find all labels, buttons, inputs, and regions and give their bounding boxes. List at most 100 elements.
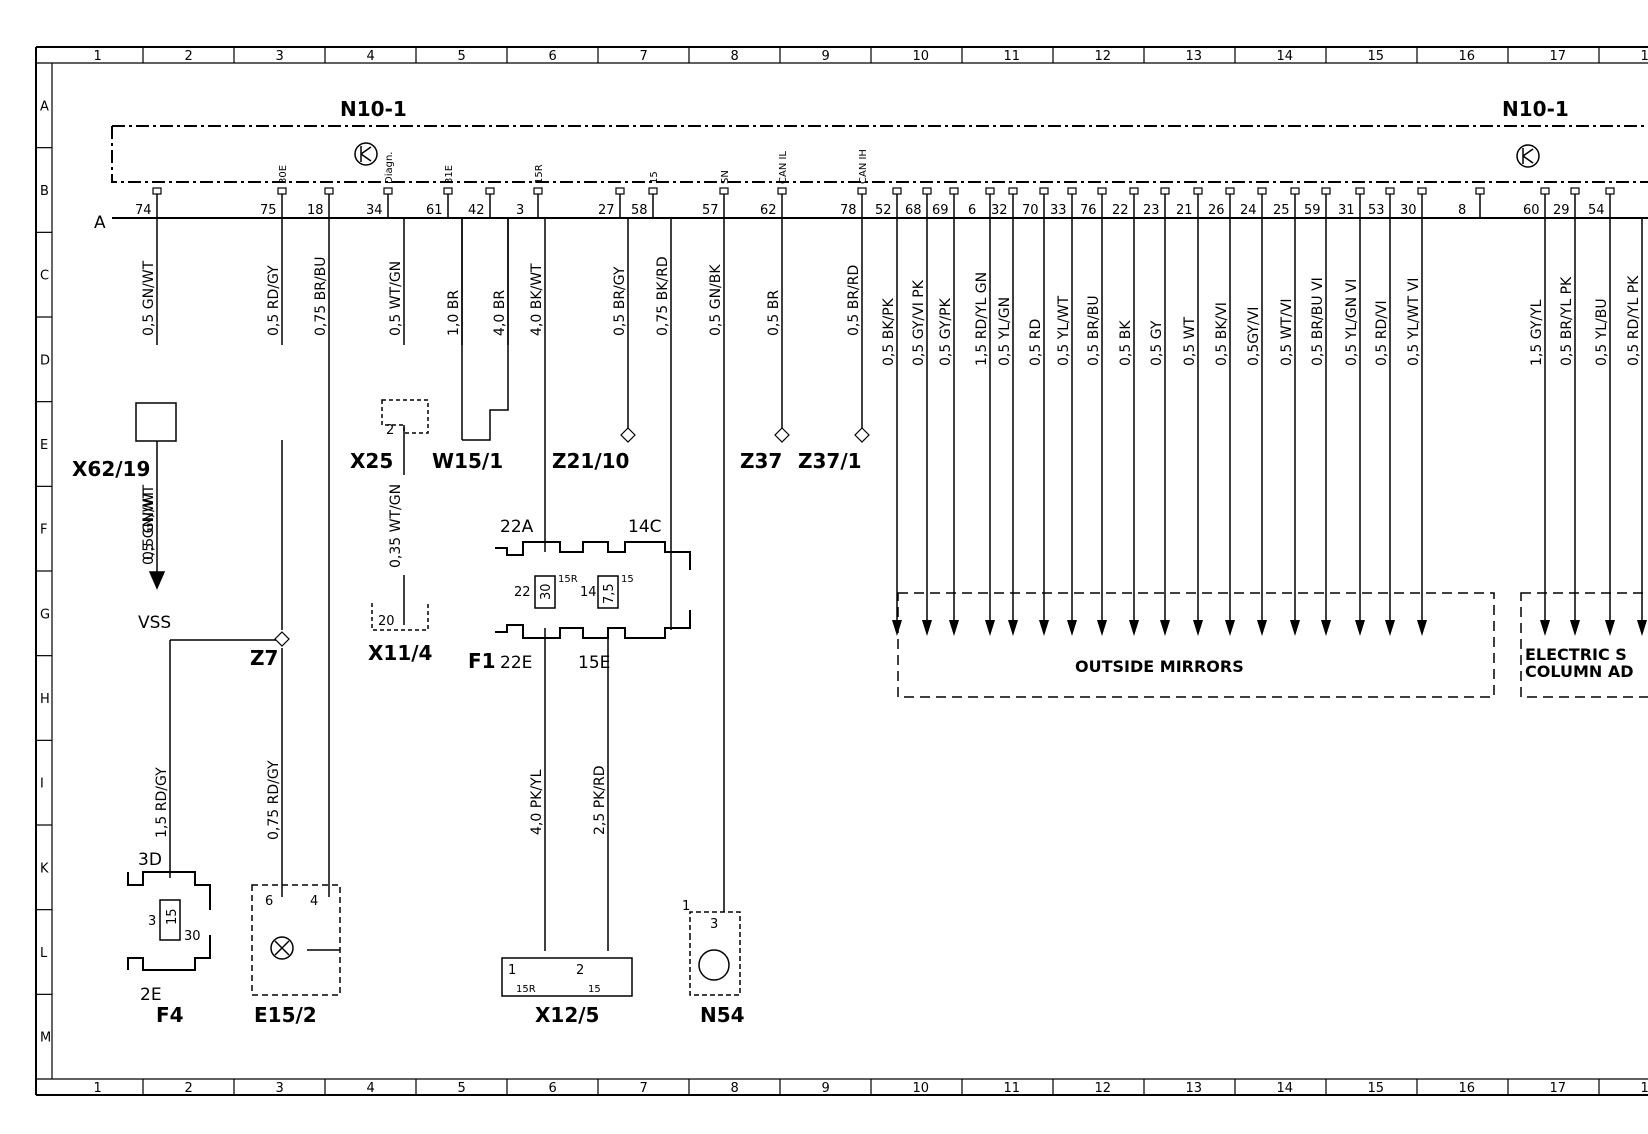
pin-function: CAN IL xyxy=(778,151,789,184)
grid-col-label-top: 16 xyxy=(1459,49,1476,64)
component-label-z37-1: Z37/1 xyxy=(798,449,862,473)
arrow-down-icon xyxy=(1097,620,1107,636)
wire-label: 0,5 GY/VI PK xyxy=(911,279,927,366)
component-label-f4: F4 xyxy=(156,1003,184,1027)
pin-socket-icon xyxy=(1540,187,1550,195)
component-label-w15-1: W15/1 xyxy=(432,449,503,473)
pin-function: SN xyxy=(720,170,731,184)
pin-number: 54 xyxy=(1588,203,1605,218)
grid-row-label: C xyxy=(40,269,49,284)
grid-row-label: G xyxy=(40,607,50,622)
component-label-x25: X25 xyxy=(350,449,393,473)
pin-socket-icon xyxy=(1008,187,1018,195)
wire-label: 0,5 BR/GY xyxy=(612,266,628,336)
outside-mirrors-label: OUTSIDE MIRRORS xyxy=(1075,657,1244,676)
arrow-down-icon xyxy=(1008,620,1018,636)
wire-label: 0,5 YL/GN xyxy=(997,297,1013,366)
pin-function: 15 xyxy=(649,171,660,184)
grid-col-label-bottom: 2 xyxy=(185,1081,193,1096)
pin-number: 62 xyxy=(760,203,777,218)
grid-row-label: D xyxy=(40,353,50,368)
pin-socket-icon xyxy=(985,187,995,195)
pin-socket-icon xyxy=(1321,187,1331,195)
fuse-terminal-label: 14C xyxy=(628,517,662,537)
pin-socket-icon xyxy=(1193,187,1203,195)
connector-label: A xyxy=(94,213,106,233)
fuse-terminal-label: 15E xyxy=(578,653,610,673)
pin-socket-icon xyxy=(1385,187,1395,195)
grid-col-label-bottom: 3 xyxy=(276,1081,284,1096)
wire-label: 0,5 BR xyxy=(766,290,782,336)
pin-number: 70 xyxy=(1022,203,1039,218)
grid-row-label: E xyxy=(40,438,48,453)
wire-label: 0,5 YL/WT VI xyxy=(1406,278,1422,366)
fuse-pin-label: 3 xyxy=(148,914,156,929)
grid-col-label-bottom: 16 xyxy=(1459,1081,1476,1096)
pin-socket-icon xyxy=(949,187,959,195)
fuse-terminal-label: 3D xyxy=(138,850,162,870)
fuse-pin-label: 22 xyxy=(514,585,531,600)
pin-function: CAN IH xyxy=(858,149,869,184)
wire-label: 0,5 WT/GN xyxy=(388,261,404,336)
connector-pin-label: 1 xyxy=(508,963,516,978)
wire-label: 0,5 BR/BU xyxy=(1086,295,1102,366)
pin-number: 27 xyxy=(598,203,615,218)
connector-pin-label: 4 xyxy=(310,894,318,909)
pin-socket-icon xyxy=(485,187,495,195)
pin-socket-icon xyxy=(857,187,867,195)
grid-col-label-bottom: 6 xyxy=(549,1081,557,1096)
pin-number: 53 xyxy=(1368,203,1385,218)
wire-label: 0,5 WT xyxy=(1182,316,1198,366)
grid-row-label: K xyxy=(40,861,49,876)
pin-number: 30 xyxy=(1400,203,1417,218)
pin-number: 60 xyxy=(1523,203,1540,218)
pin-number: 74 xyxy=(135,203,152,218)
pin-number: 8 xyxy=(1458,203,1466,218)
pin-number: 24 xyxy=(1240,203,1257,218)
arrow-down-icon xyxy=(1160,620,1170,636)
wire-label: 4,0 BK/WT xyxy=(529,263,545,336)
pin-socket-icon xyxy=(1355,187,1365,195)
fuse-pin-label: 15R xyxy=(558,574,578,585)
grid-col-label-top: 1 xyxy=(1641,49,1648,64)
arrow-down-icon xyxy=(949,620,959,636)
splice-diamond-icon xyxy=(274,631,290,647)
pin-socket-icon xyxy=(1160,187,1170,195)
wire-label: 0,5 BK xyxy=(1118,320,1134,366)
arrow-down-icon xyxy=(985,620,995,636)
grid-column-ticks: 1122334455667788991010111112121313141415… xyxy=(94,47,1648,1096)
pin-number: 42 xyxy=(468,203,485,218)
grid-col-label-bottom: 7 xyxy=(640,1081,648,1096)
pin-number: 18 xyxy=(307,203,324,218)
wire-label: 0,5 GN/WT xyxy=(141,489,157,565)
component-label-x12-5: X12/5 xyxy=(535,1003,599,1027)
pin-function: Diagn. xyxy=(384,152,395,184)
pin-number: 57 xyxy=(702,203,719,218)
fuse-terminal-label: 22A xyxy=(500,517,534,537)
wire-label: 0,5 GN/WT xyxy=(141,484,157,560)
connector-pin-label: 3 xyxy=(710,917,718,932)
grid-col-label-top: 15 xyxy=(1368,49,1385,64)
lower-wiring xyxy=(127,218,741,997)
arrow-down-icon xyxy=(1637,620,1647,636)
steering-column-label-1: ELECTRIC S xyxy=(1525,645,1627,664)
grid-row-label: I xyxy=(40,777,44,792)
wire-label: 4,0 PK/YL xyxy=(529,769,545,835)
fuse-rating: 7,5 xyxy=(602,583,617,604)
wire-label: 0,5 BK/VI xyxy=(1214,302,1230,366)
pin-function: 30E xyxy=(278,165,289,184)
wire-label: 0,5 YL/GN VI xyxy=(1344,279,1360,366)
wire-label: 0,5 YL/WT xyxy=(1056,295,1072,366)
pin-number: 3 xyxy=(516,203,524,218)
grid-row-label: M xyxy=(40,1031,51,1046)
arrow-down-icon xyxy=(1193,620,1203,636)
component-label-z21-10: Z21/10 xyxy=(552,449,629,473)
arrow-down-icon xyxy=(1290,620,1300,636)
fuse-pin-label: 15 xyxy=(621,574,634,585)
grid-col-label-bottom: 5 xyxy=(458,1081,466,1096)
pin-function: 31E xyxy=(444,165,455,184)
grid-col-label-bottom: 11 xyxy=(1004,1081,1021,1096)
